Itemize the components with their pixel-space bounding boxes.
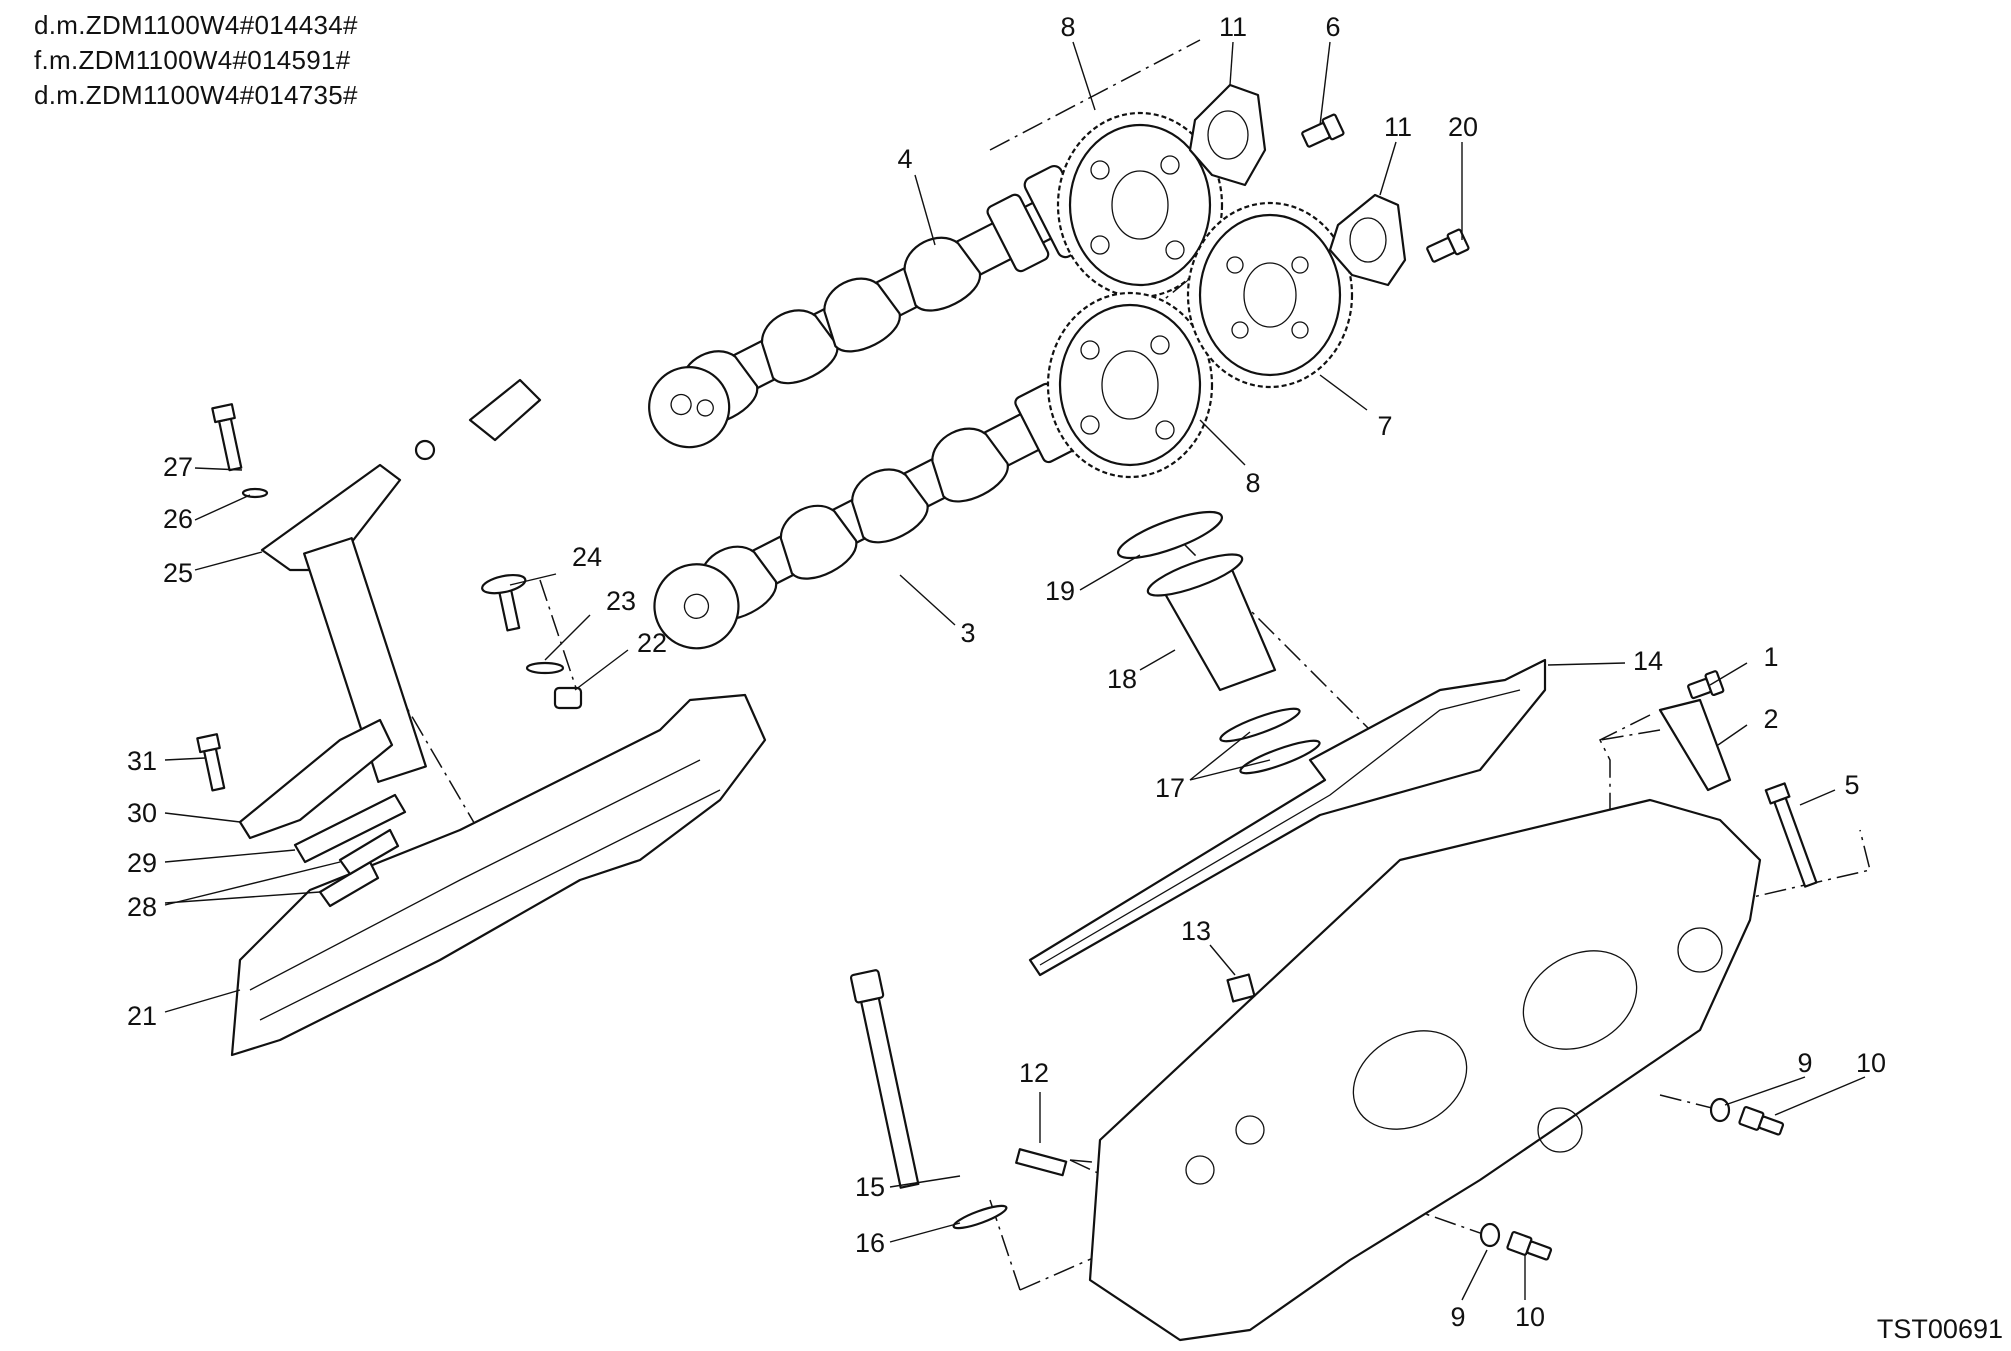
plug-13	[1226, 973, 1256, 1003]
bracket-30	[238, 718, 394, 840]
connector	[414, 378, 542, 461]
callout-15: 15	[855, 1172, 885, 1202]
callout-22: 22	[637, 628, 667, 658]
callout-3: 3	[960, 618, 975, 648]
bolt-6	[1301, 113, 1345, 148]
callout-14: 14	[1633, 646, 1663, 676]
sleeve-18	[1146, 553, 1277, 692]
bolt-27	[211, 403, 243, 472]
stud-12	[1015, 1148, 1068, 1177]
callout-31: 31	[127, 746, 157, 776]
callout-25: 25	[163, 558, 193, 588]
camshaft-lower	[653, 382, 1083, 650]
gasket-14	[1028, 658, 1547, 977]
callout-29: 29	[127, 848, 157, 878]
model-code-line-2: f.m.ZDM1100W4#014591#	[34, 45, 351, 75]
model-code-line-1: d.m.ZDM1100W4#014434#	[34, 10, 358, 40]
callout-16: 16	[855, 1228, 885, 1258]
o-rings-17	[1219, 707, 1321, 775]
callout-4: 4	[897, 144, 912, 174]
callout-12: 12	[1019, 1058, 1049, 1088]
gear-8-upper	[1056, 111, 1224, 299]
callout-6: 6	[1325, 12, 1340, 42]
sensor-10-right	[1738, 1106, 1785, 1136]
callout-1: 1	[1763, 642, 1778, 672]
washer-9-right	[1709, 1097, 1731, 1123]
callout-28: 28	[127, 892, 157, 922]
callout-10-right: 10	[1856, 1048, 1886, 1078]
callout-9-lower: 9	[1450, 1302, 1465, 1332]
sensor-10-lower	[1506, 1231, 1553, 1261]
gear-7	[1186, 201, 1354, 389]
callout-13: 13	[1181, 916, 1211, 946]
callout-8-top: 8	[1060, 12, 1075, 42]
callout-20: 20	[1448, 112, 1478, 142]
callout-11-top: 11	[1219, 12, 1247, 42]
callout-19: 19	[1045, 576, 1075, 606]
callout-21: 21	[127, 1001, 157, 1031]
callout-5: 5	[1844, 770, 1859, 800]
model-code-line-3: d.m.ZDM1100W4#014735#	[34, 80, 358, 110]
clips-28	[318, 828, 400, 908]
callout-30: 30	[127, 798, 157, 828]
washer-16	[952, 1204, 1008, 1230]
callout-7: 7	[1377, 411, 1392, 441]
callout-labels: 8 11 6 11 20 4 7 8 3 19 18 17 14 1 2 5 1…	[127, 12, 1886, 1332]
callout-18: 18	[1107, 664, 1137, 694]
drawing-code: TST00691	[1876, 1314, 2003, 1344]
callout-9-right: 9	[1797, 1048, 1812, 1078]
bolt-20	[1426, 228, 1470, 263]
clip-29	[293, 793, 407, 864]
plate-11-lower	[1328, 193, 1407, 287]
washer-23	[525, 661, 565, 675]
bracket-2	[1658, 698, 1732, 792]
callout-27: 27	[163, 452, 193, 482]
spacer-22	[553, 686, 583, 710]
screw-1	[1687, 670, 1725, 700]
callout-11-lower: 11	[1384, 112, 1412, 142]
gear-8-lower	[1046, 291, 1214, 479]
bolt-31	[196, 733, 226, 792]
callout-2: 2	[1763, 704, 1778, 734]
head-bolt-15	[849, 969, 920, 1189]
head-cover-21	[230, 693, 767, 1057]
callout-26: 26	[163, 504, 193, 534]
callout-17: 17	[1155, 773, 1185, 803]
plate-11-upper	[1188, 83, 1267, 187]
washer-9-lower	[1479, 1222, 1501, 1248]
callout-8-lower: 8	[1245, 468, 1260, 498]
bolt-24	[481, 573, 527, 632]
pump-25	[260, 463, 427, 783]
cylinder-head	[1088, 798, 1762, 1342]
bolt-5	[1764, 782, 1818, 888]
callout-10-lower: 10	[1515, 1302, 1545, 1332]
callout-24: 24	[572, 542, 602, 572]
seal-19	[1116, 510, 1224, 560]
leader-lines	[164, 41, 1866, 1301]
callout-23: 23	[606, 586, 636, 616]
